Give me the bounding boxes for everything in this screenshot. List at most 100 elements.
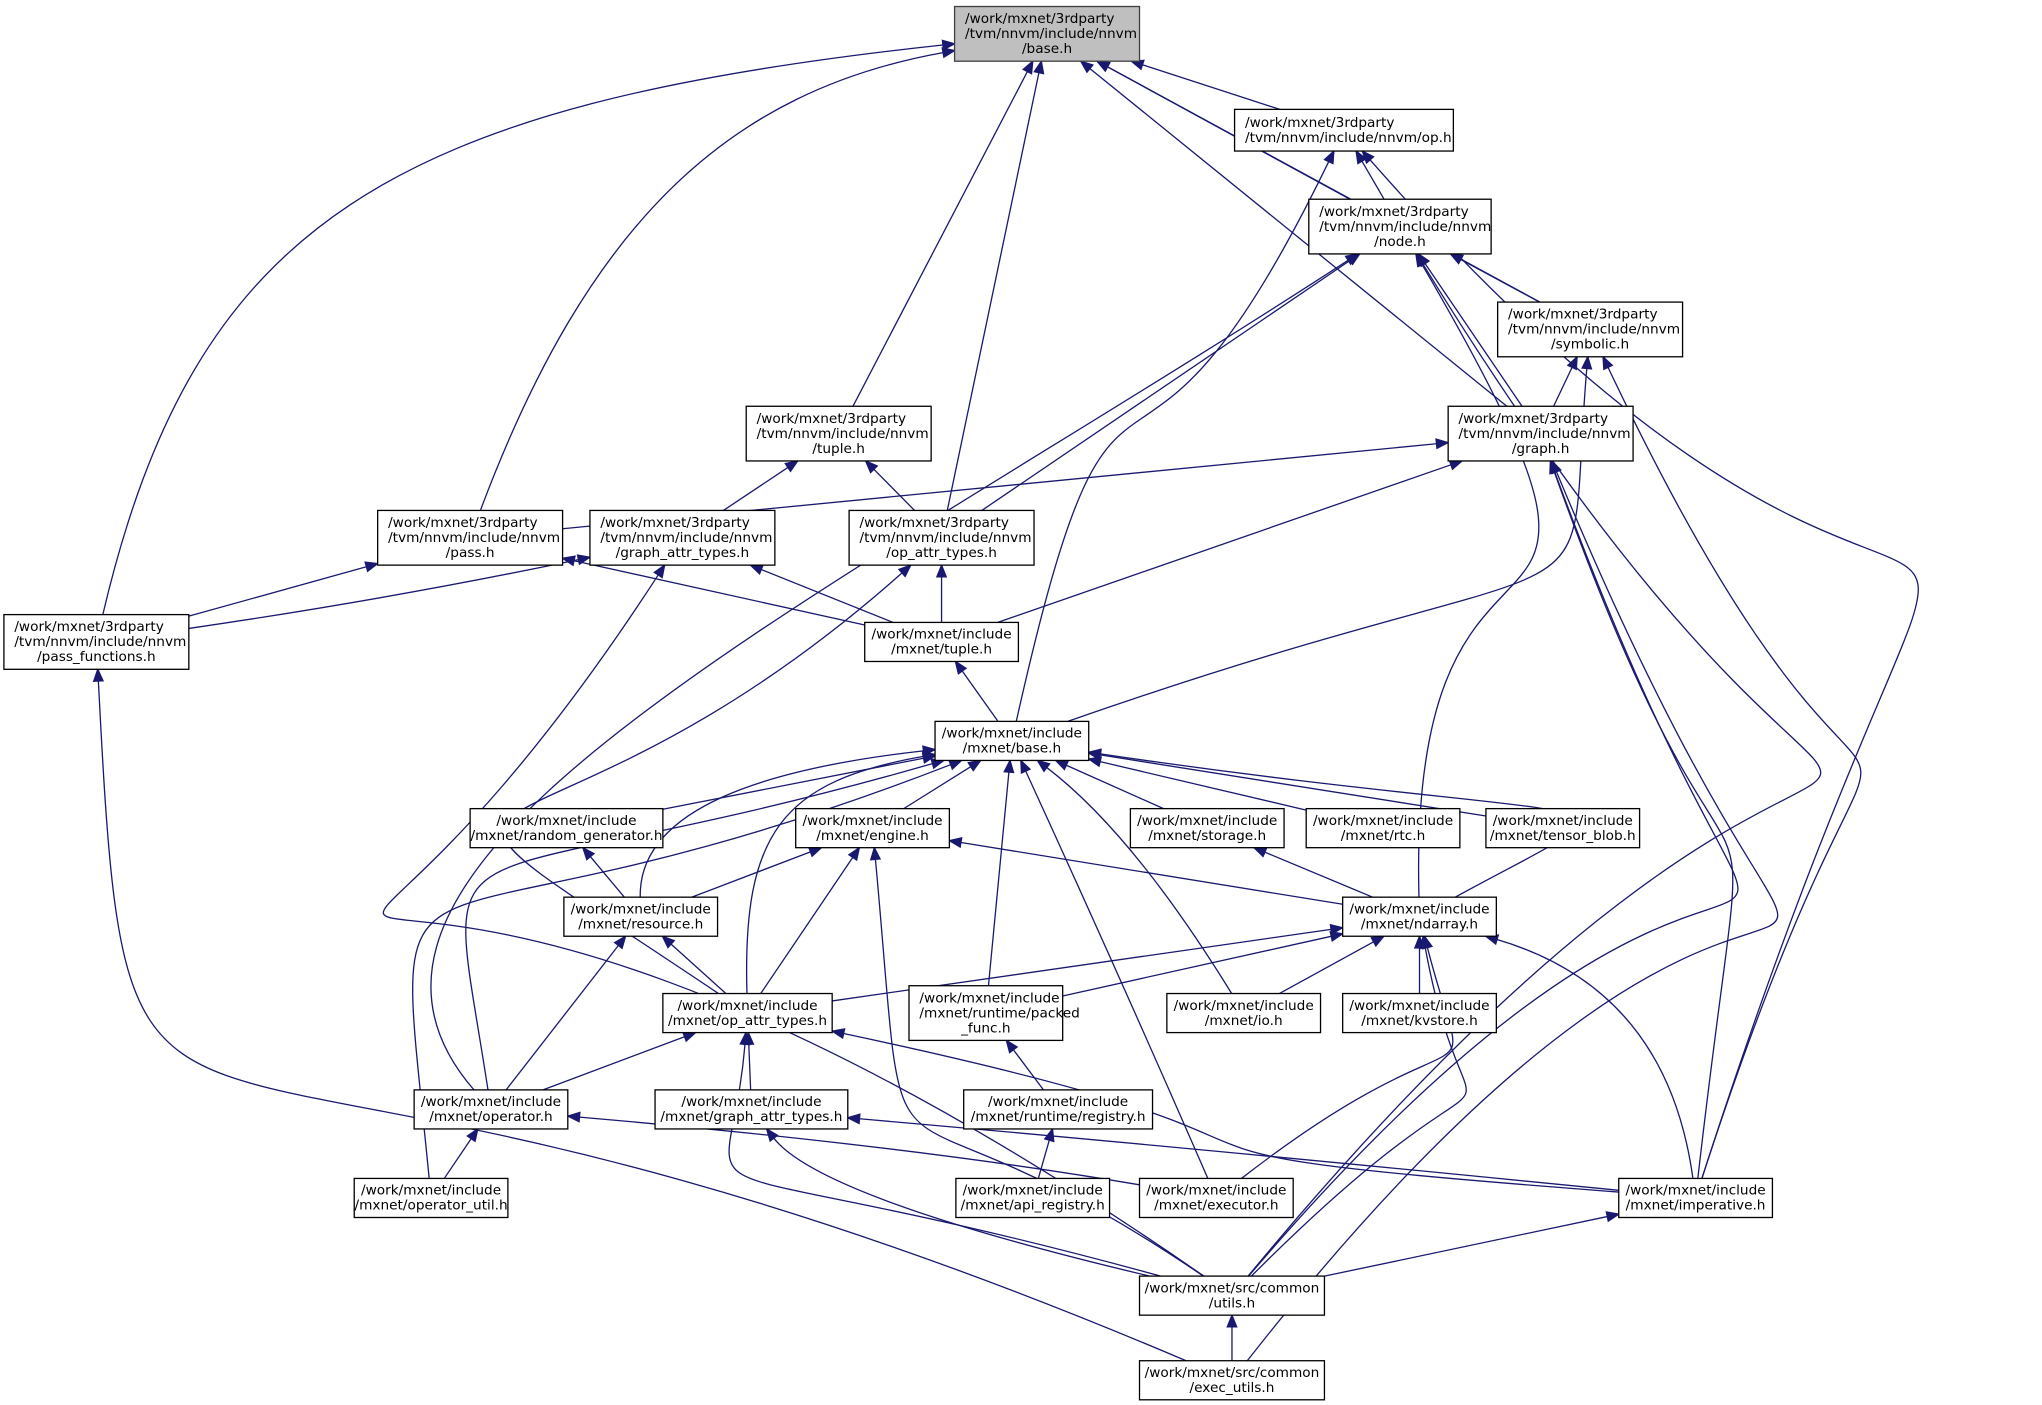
edge-line bbox=[97, 680, 1187, 1362]
node-mxnet-tuple-h[interactable]: /work/mxnet/include/mxnet/tuple.h bbox=[864, 621, 1020, 663]
edge-graph-to-base bbox=[1079, 60, 1508, 407]
node-label-line: /work/mxnet/3rdparty bbox=[600, 515, 749, 531]
edge-resource-to-engine bbox=[691, 846, 824, 898]
node-mxnet-graph-attr-types-h[interactable]: /work/mxnet/include/mxnet/graph_attr_typ… bbox=[654, 1089, 849, 1130]
arrowhead-icon bbox=[1079, 60, 1094, 74]
node-mxnet-storage-h[interactable]: /work/mxnet/include/mxnet/storage.h bbox=[1129, 807, 1285, 849]
edge-utils-to-graph bbox=[1248, 459, 1739, 1277]
node-exec-utils-h[interactable]: /work/mxnet/src/common/exec_utils.h bbox=[1138, 1360, 1326, 1401]
node-tvm-nnvm-include-nnvm-op-h[interactable]: /work/mxnet/3rdparty/tvm/nnvm/include/nn… bbox=[1233, 108, 1455, 152]
arrowhead-icon bbox=[364, 561, 380, 573]
node-pass-h[interactable]: /work/mxnet/3rdparty/tvm/nnvm/include/nn… bbox=[377, 509, 564, 566]
node-box bbox=[563, 896, 719, 937]
node-label-line: /work/mxnet/3rdparty bbox=[1319, 204, 1468, 220]
arrowhead-icon bbox=[1581, 355, 1593, 370]
arrowhead-icon bbox=[1355, 149, 1368, 165]
node-utils-h[interactable]: /work/mxnet/src/common/utils.h bbox=[1138, 1275, 1326, 1316]
node-label-line: /mxnet/io.h bbox=[1205, 1013, 1283, 1029]
edge-line bbox=[1553, 471, 1734, 1179]
node-op-attr-types-h[interactable]: /work/mxnet/3rdparty/tvm/nnvm/include/nn… bbox=[848, 509, 1035, 566]
arrowhead-icon bbox=[1448, 459, 1464, 471]
node-box bbox=[469, 807, 664, 849]
node-box bbox=[848, 509, 1035, 566]
edge-line bbox=[981, 259, 1351, 511]
edge-mbase-to-mtuple bbox=[954, 660, 999, 722]
node-label-line: /mxnet/operator_util.h bbox=[354, 1198, 507, 1214]
node-box bbox=[353, 1177, 509, 1219]
edge-line bbox=[465, 763, 933, 1090]
edge-line bbox=[761, 568, 894, 624]
node-label-line: /base.h bbox=[1022, 41, 1072, 57]
arrowhead-icon bbox=[613, 934, 627, 950]
node-mxnet-kvstore-h[interactable]: /work/mxnet/include/mxnet/kvstore.h bbox=[1342, 992, 1497, 1034]
node-graph-attr-types-h[interactable]: /work/mxnet/3rdparty/tvm/nnvm/include/nn… bbox=[589, 509, 776, 566]
edge-ndarray-to-engine bbox=[947, 836, 1343, 905]
edge-tuple-to-base bbox=[852, 59, 1034, 407]
node-box bbox=[1342, 992, 1497, 1034]
edge-moat-to-engine bbox=[760, 846, 861, 994]
node-label-line: /work/mxnet/include bbox=[1137, 813, 1277, 829]
node-label-line: /work/mxnet/3rdparty bbox=[1459, 411, 1608, 427]
node-mxnet-imperative-h[interactable]: /work/mxnet/include/mxnet/imperative.h bbox=[1618, 1177, 1774, 1219]
node-mxnet-engine-h[interactable]: /work/mxnet/include/mxnet/engine.h bbox=[795, 807, 951, 849]
edge-moat-to-mbase bbox=[745, 750, 937, 994]
edge-mtuple-to-oat bbox=[935, 563, 948, 623]
edge-line bbox=[997, 464, 1452, 624]
edge-line bbox=[1067, 368, 1588, 722]
node-mxnet-rtc-h[interactable]: /work/mxnet/include/mxnet/rtc.h bbox=[1305, 807, 1461, 849]
node-label-line: /mxnet/engine.h bbox=[816, 828, 929, 844]
edge-node-to-op bbox=[1355, 149, 1385, 200]
edge-rtc-to-mbase bbox=[1087, 756, 1307, 811]
node-box bbox=[1129, 807, 1285, 849]
node-label-line: /work/mxnet/include bbox=[871, 627, 1011, 643]
node-mxnet-resource-h[interactable]: /work/mxnet/include/mxnet/resource.h bbox=[563, 896, 719, 937]
node-mxnet-random-generator-h[interactable]: /work/mxnet/include/mxnet/random_generat… bbox=[469, 807, 664, 849]
arrowhead-icon bbox=[1344, 252, 1360, 266]
arrowhead-icon bbox=[1419, 934, 1431, 950]
arrowhead-icon bbox=[1252, 847, 1268, 858]
node-pass-functions-h[interactable]: /work/mxnet/3rdparty/tvm/nnvm/include/nn… bbox=[3, 613, 190, 670]
node-mxnet-base-h[interactable]: /work/mxnet/include/mxnet/base.h bbox=[934, 720, 1090, 762]
node-mxnet-operator-h[interactable]: /work/mxnet/include/mxnet/operator.h bbox=[413, 1089, 569, 1130]
edge-line bbox=[1025, 770, 1209, 1179]
arrowhead-icon bbox=[921, 750, 937, 763]
edge-line bbox=[1361, 160, 1385, 200]
node-mxnet-executor-h[interactable]: /work/mxnet/include/mxnet/executor.h bbox=[1138, 1177, 1294, 1219]
node-symbolic-h[interactable]: /work/mxnet/3rdparty/tvm/nnvm/include/nn… bbox=[1496, 301, 1684, 358]
arrowhead-icon bbox=[1095, 60, 1111, 73]
edge-line bbox=[1100, 754, 1487, 817]
node-mxnet-ndarray-h[interactable]: /work/mxnet/include/mxnet/ndarray.h bbox=[1342, 896, 1497, 937]
node-label-line: _func.h bbox=[960, 1020, 1010, 1036]
node-mxnet-runtime-registry-h[interactable]: /work/mxnet/include/mxnet/runtime/regist… bbox=[963, 1089, 1154, 1130]
edge-operator-to-resource bbox=[505, 934, 627, 1091]
node-mxnet-io-h[interactable]: /work/mxnet/include/mxnet/io.h bbox=[1166, 992, 1322, 1034]
node-box bbox=[1138, 1360, 1326, 1401]
node-node-h[interactable]: /work/mxnet/3rdparty/tvm/nnvm/include/nn… bbox=[1308, 198, 1492, 255]
arrowhead-icon bbox=[1370, 935, 1386, 948]
edge-line bbox=[960, 841, 1343, 905]
node-mxnet-operator-util-h[interactable]: /work/mxnet/include/mxnet/operator_util.… bbox=[353, 1177, 509, 1219]
node-box bbox=[795, 807, 951, 849]
node-label-line: /mxnet/tensor_blob.h bbox=[1490, 828, 1636, 844]
node-box bbox=[1618, 1177, 1774, 1219]
edge-ndarray-to-storage bbox=[1252, 847, 1373, 898]
node-box bbox=[1496, 301, 1684, 358]
edge-packed-to-mbase bbox=[987, 758, 1015, 986]
node-mxnet-op-attr-types-h[interactable]: /work/mxnet/include/mxnet/op_attr_types.… bbox=[662, 992, 833, 1034]
node-box bbox=[413, 1089, 569, 1130]
arrowhead-icon bbox=[784, 459, 800, 473]
node-label-line: /work/mxnet/include bbox=[942, 726, 1082, 742]
edge-oat-to-node bbox=[981, 252, 1362, 511]
node-tuple-h[interactable]: /work/mxnet/3rdparty/tvm/nnvm/include/nn… bbox=[745, 405, 932, 462]
edge-line bbox=[443, 1138, 472, 1179]
arrowhead-icon bbox=[847, 846, 861, 862]
node-mxnet-tensor-blob-h[interactable]: /work/mxnet/include/mxnet/tensor_blob.h bbox=[1485, 807, 1641, 849]
node-graph-h[interactable]: /work/mxnet/3rdparty/tvm/nnvm/include/nn… bbox=[1447, 405, 1634, 462]
node-mxnet-api-registry-h[interactable]: /work/mxnet/include/mxnet/api_registry.h bbox=[955, 1177, 1111, 1219]
node-label-line: /utils.h bbox=[1209, 1295, 1255, 1311]
edge-line bbox=[1460, 258, 1540, 303]
arrowhead-icon bbox=[807, 846, 824, 858]
node-label-line: /work/mxnet/include bbox=[919, 990, 1059, 1006]
arrowhead-icon bbox=[1448, 253, 1465, 265]
node--func-h[interactable]: /work/mxnet/include/mxnet/runtime/packed… bbox=[908, 985, 1080, 1042]
